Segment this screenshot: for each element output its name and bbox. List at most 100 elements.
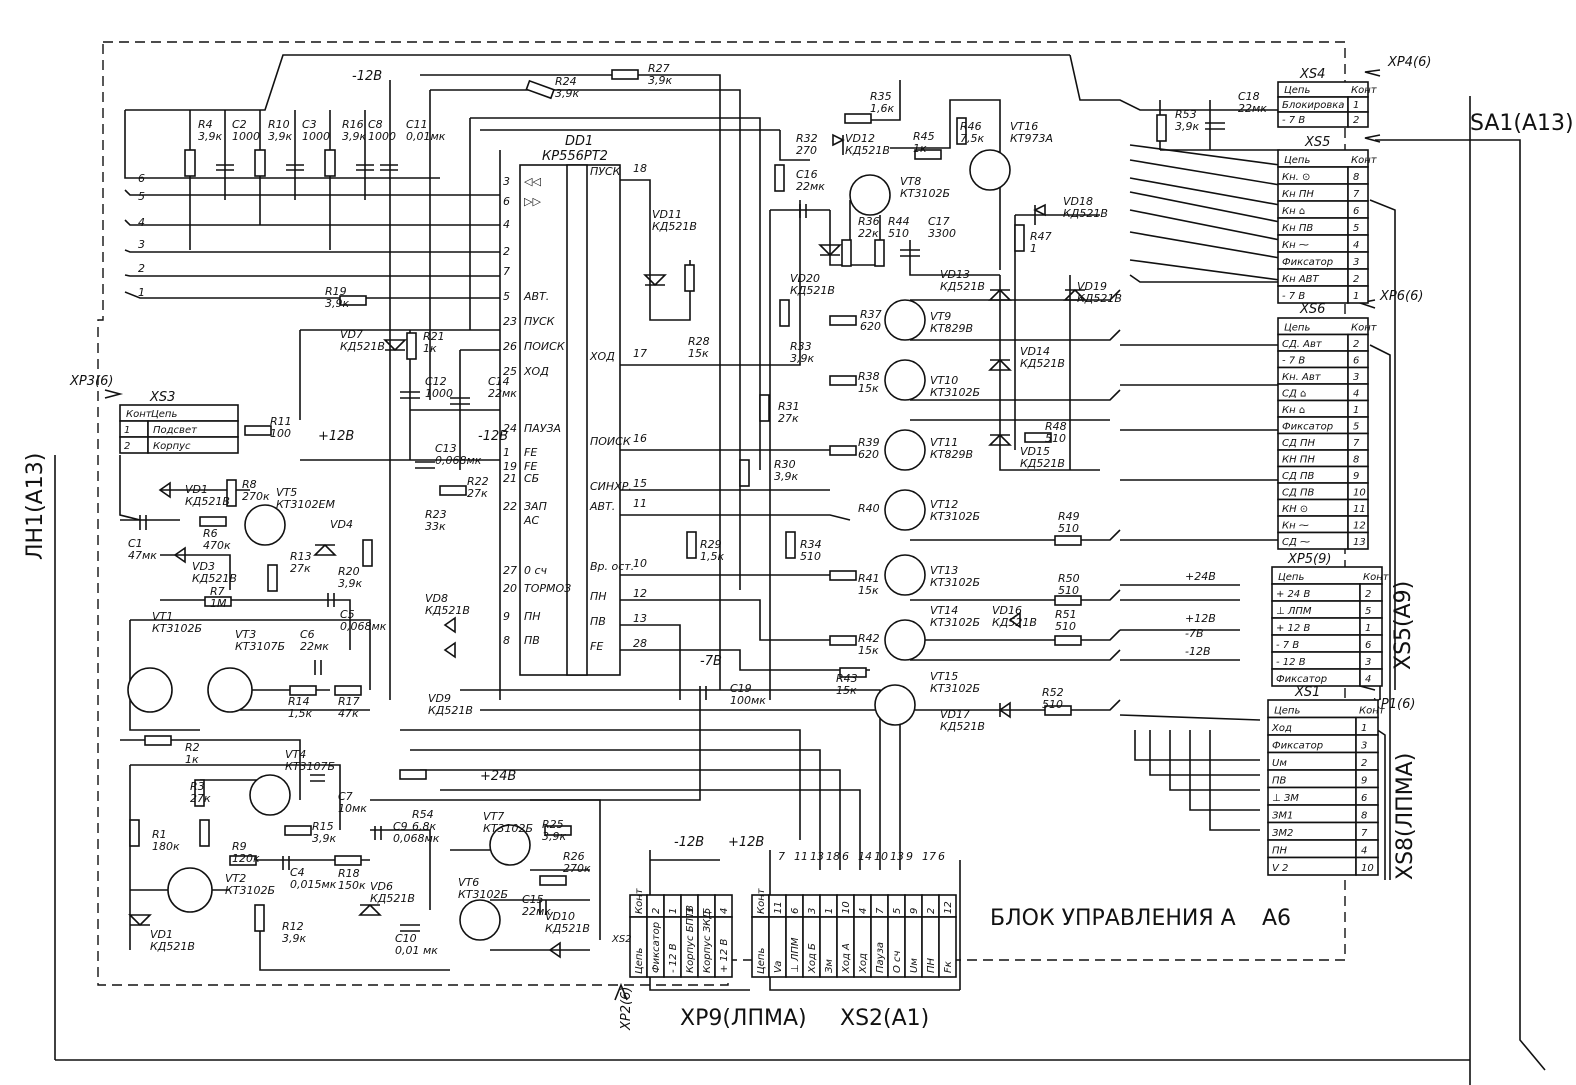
component-value: 3,9к — [1175, 120, 1199, 133]
component-value: 3,9к — [338, 577, 362, 590]
table-cell-text: 2 — [1353, 339, 1359, 350]
component-ref: VD10 — [545, 910, 575, 923]
pin-number: 13 — [890, 850, 904, 863]
component-ref: VT13 — [930, 564, 958, 577]
component-ref: VD20 — [790, 272, 820, 285]
component-ref: R51 — [1055, 608, 1077, 621]
ic-pin-number: 2 — [503, 245, 510, 258]
table-cell-text: КН ⊙ — [1282, 504, 1308, 515]
ic-pin-function: ПУСК — [590, 165, 622, 178]
connector-xs8: XS8(ЛПМА) — [1393, 753, 1418, 880]
block-title: БЛОК УПРАВЛЕНИЯ А — [990, 906, 1236, 931]
table-head-cell: Конт — [1351, 323, 1378, 334]
table-head-cell: Конт — [1351, 155, 1378, 166]
component-value: КД521В — [790, 284, 835, 297]
ic-pin-function: ◁◁ — [524, 175, 541, 188]
component-value: КД521В — [150, 940, 195, 953]
ic-pin-number: 9 — [503, 610, 510, 623]
table-cell-text: V 2 — [1272, 863, 1288, 874]
table-cell-text: 6 — [790, 908, 801, 914]
component-value: КТ3102Б — [152, 622, 202, 635]
component-value: КТ3102Б — [458, 888, 508, 901]
component-ref: R3 — [190, 780, 205, 793]
component-value: КТ3107Б — [285, 760, 335, 773]
component-ref: R53 — [1175, 108, 1197, 121]
table-cell-text: Корпус БПТВ — [685, 905, 696, 973]
component-value: 22мк — [1238, 102, 1267, 115]
ic-pin-function: ПУСК — [524, 315, 556, 328]
table-cell-text: Кн ⁓ — [1282, 240, 1309, 251]
pin-number: 18 — [826, 850, 840, 863]
table-cell-text: 4 — [719, 908, 730, 914]
table-title: XS6 — [1299, 302, 1325, 317]
table-title: XS3 — [149, 390, 175, 405]
table-cell-text: ПВ — [1272, 776, 1287, 787]
table-cell-text: О сч — [892, 950, 903, 973]
pin-number: 6 — [842, 850, 849, 863]
table-cell-text: СД. Авт — [1282, 339, 1323, 350]
pin-net-label: -12В — [1185, 645, 1211, 658]
table-cell — [1347, 285, 1369, 304]
table-cell-text: 4 — [858, 908, 869, 914]
component-value: 27к — [778, 412, 799, 425]
ic-pin-number: 23 — [503, 315, 517, 328]
component-ref: R12 — [282, 920, 304, 933]
ic-pin-function: Вр. ост. — [590, 560, 634, 573]
table-cell-text: Фиксатор — [651, 922, 662, 973]
component-ref: R9 — [232, 840, 247, 853]
connector-xp1: XP1(6) — [1371, 697, 1415, 712]
table-cell-text: 4 — [1365, 674, 1371, 685]
component-value: 1М — [210, 597, 227, 610]
table-cell-text: 1 — [1361, 723, 1367, 734]
table-cell-text: 6 — [1361, 793, 1367, 804]
pin-number: 7 — [778, 850, 785, 863]
table-head-cell: Цепь — [1274, 706, 1300, 717]
component-value: КД521В — [1063, 207, 1108, 220]
component-ref: C19 — [730, 682, 752, 695]
component-value: 620 — [858, 448, 879, 461]
table-cell-text: - 7 В — [1276, 640, 1299, 651]
table-cell-text: Пауза — [875, 942, 886, 973]
component-value: 3,9к — [198, 130, 222, 143]
resistors — [129, 69, 1167, 932]
component-value: КД521В — [1020, 357, 1065, 370]
ic-pin-number: 12 — [633, 587, 647, 600]
ic-pin-number: 16 — [633, 432, 647, 445]
table-cell — [1347, 531, 1369, 550]
table-cell-text: 6 — [1353, 206, 1359, 217]
component-ref: R35 — [870, 90, 892, 103]
component-ref: R13 — [290, 550, 312, 563]
table-cell-text: 7 — [1353, 438, 1360, 449]
component-value: КД521В — [845, 144, 890, 157]
pin-net-label: +24В — [1185, 570, 1216, 583]
ic-pin-function: АВТ. — [523, 290, 549, 303]
component-value: 15к — [858, 584, 879, 597]
table-cell-text: 6 — [1365, 640, 1371, 651]
component-ref: R11 — [270, 415, 292, 428]
table-cell-text: 7 — [875, 907, 886, 914]
component-ref: R23 — [425, 508, 447, 521]
table-cell-text: Uм — [909, 958, 920, 973]
table-title: XS4 — [1299, 67, 1325, 82]
pin-number: 17 — [922, 850, 936, 863]
component-value: КД521В — [1020, 457, 1065, 470]
table-cell-text: 3 — [685, 908, 696, 914]
component-value: КД521В — [545, 922, 590, 935]
component-ref: C16 — [796, 168, 818, 181]
table-head-cell: Цепь — [756, 948, 767, 974]
ic-pin-function: FE — [524, 446, 537, 459]
table-cell-text: ПН — [926, 957, 937, 973]
component-ref: VT3 — [235, 628, 256, 641]
component-value: 1к — [185, 753, 199, 766]
ic-pin-number: 3 — [503, 175, 510, 188]
ic-pin-number: 24 — [503, 422, 517, 435]
ic-pin-function: ПН — [524, 610, 541, 623]
table-cell-text: 3 — [1361, 741, 1367, 752]
ic-pin-function: ЗАП — [524, 500, 547, 513]
connector-xp6: XP6(6) — [1379, 289, 1423, 304]
component-ref: R31 — [778, 400, 800, 413]
component-ref: VD15 — [1020, 445, 1050, 458]
component-ref: R4 — [198, 118, 213, 131]
component-value: 3,9к — [790, 352, 814, 365]
